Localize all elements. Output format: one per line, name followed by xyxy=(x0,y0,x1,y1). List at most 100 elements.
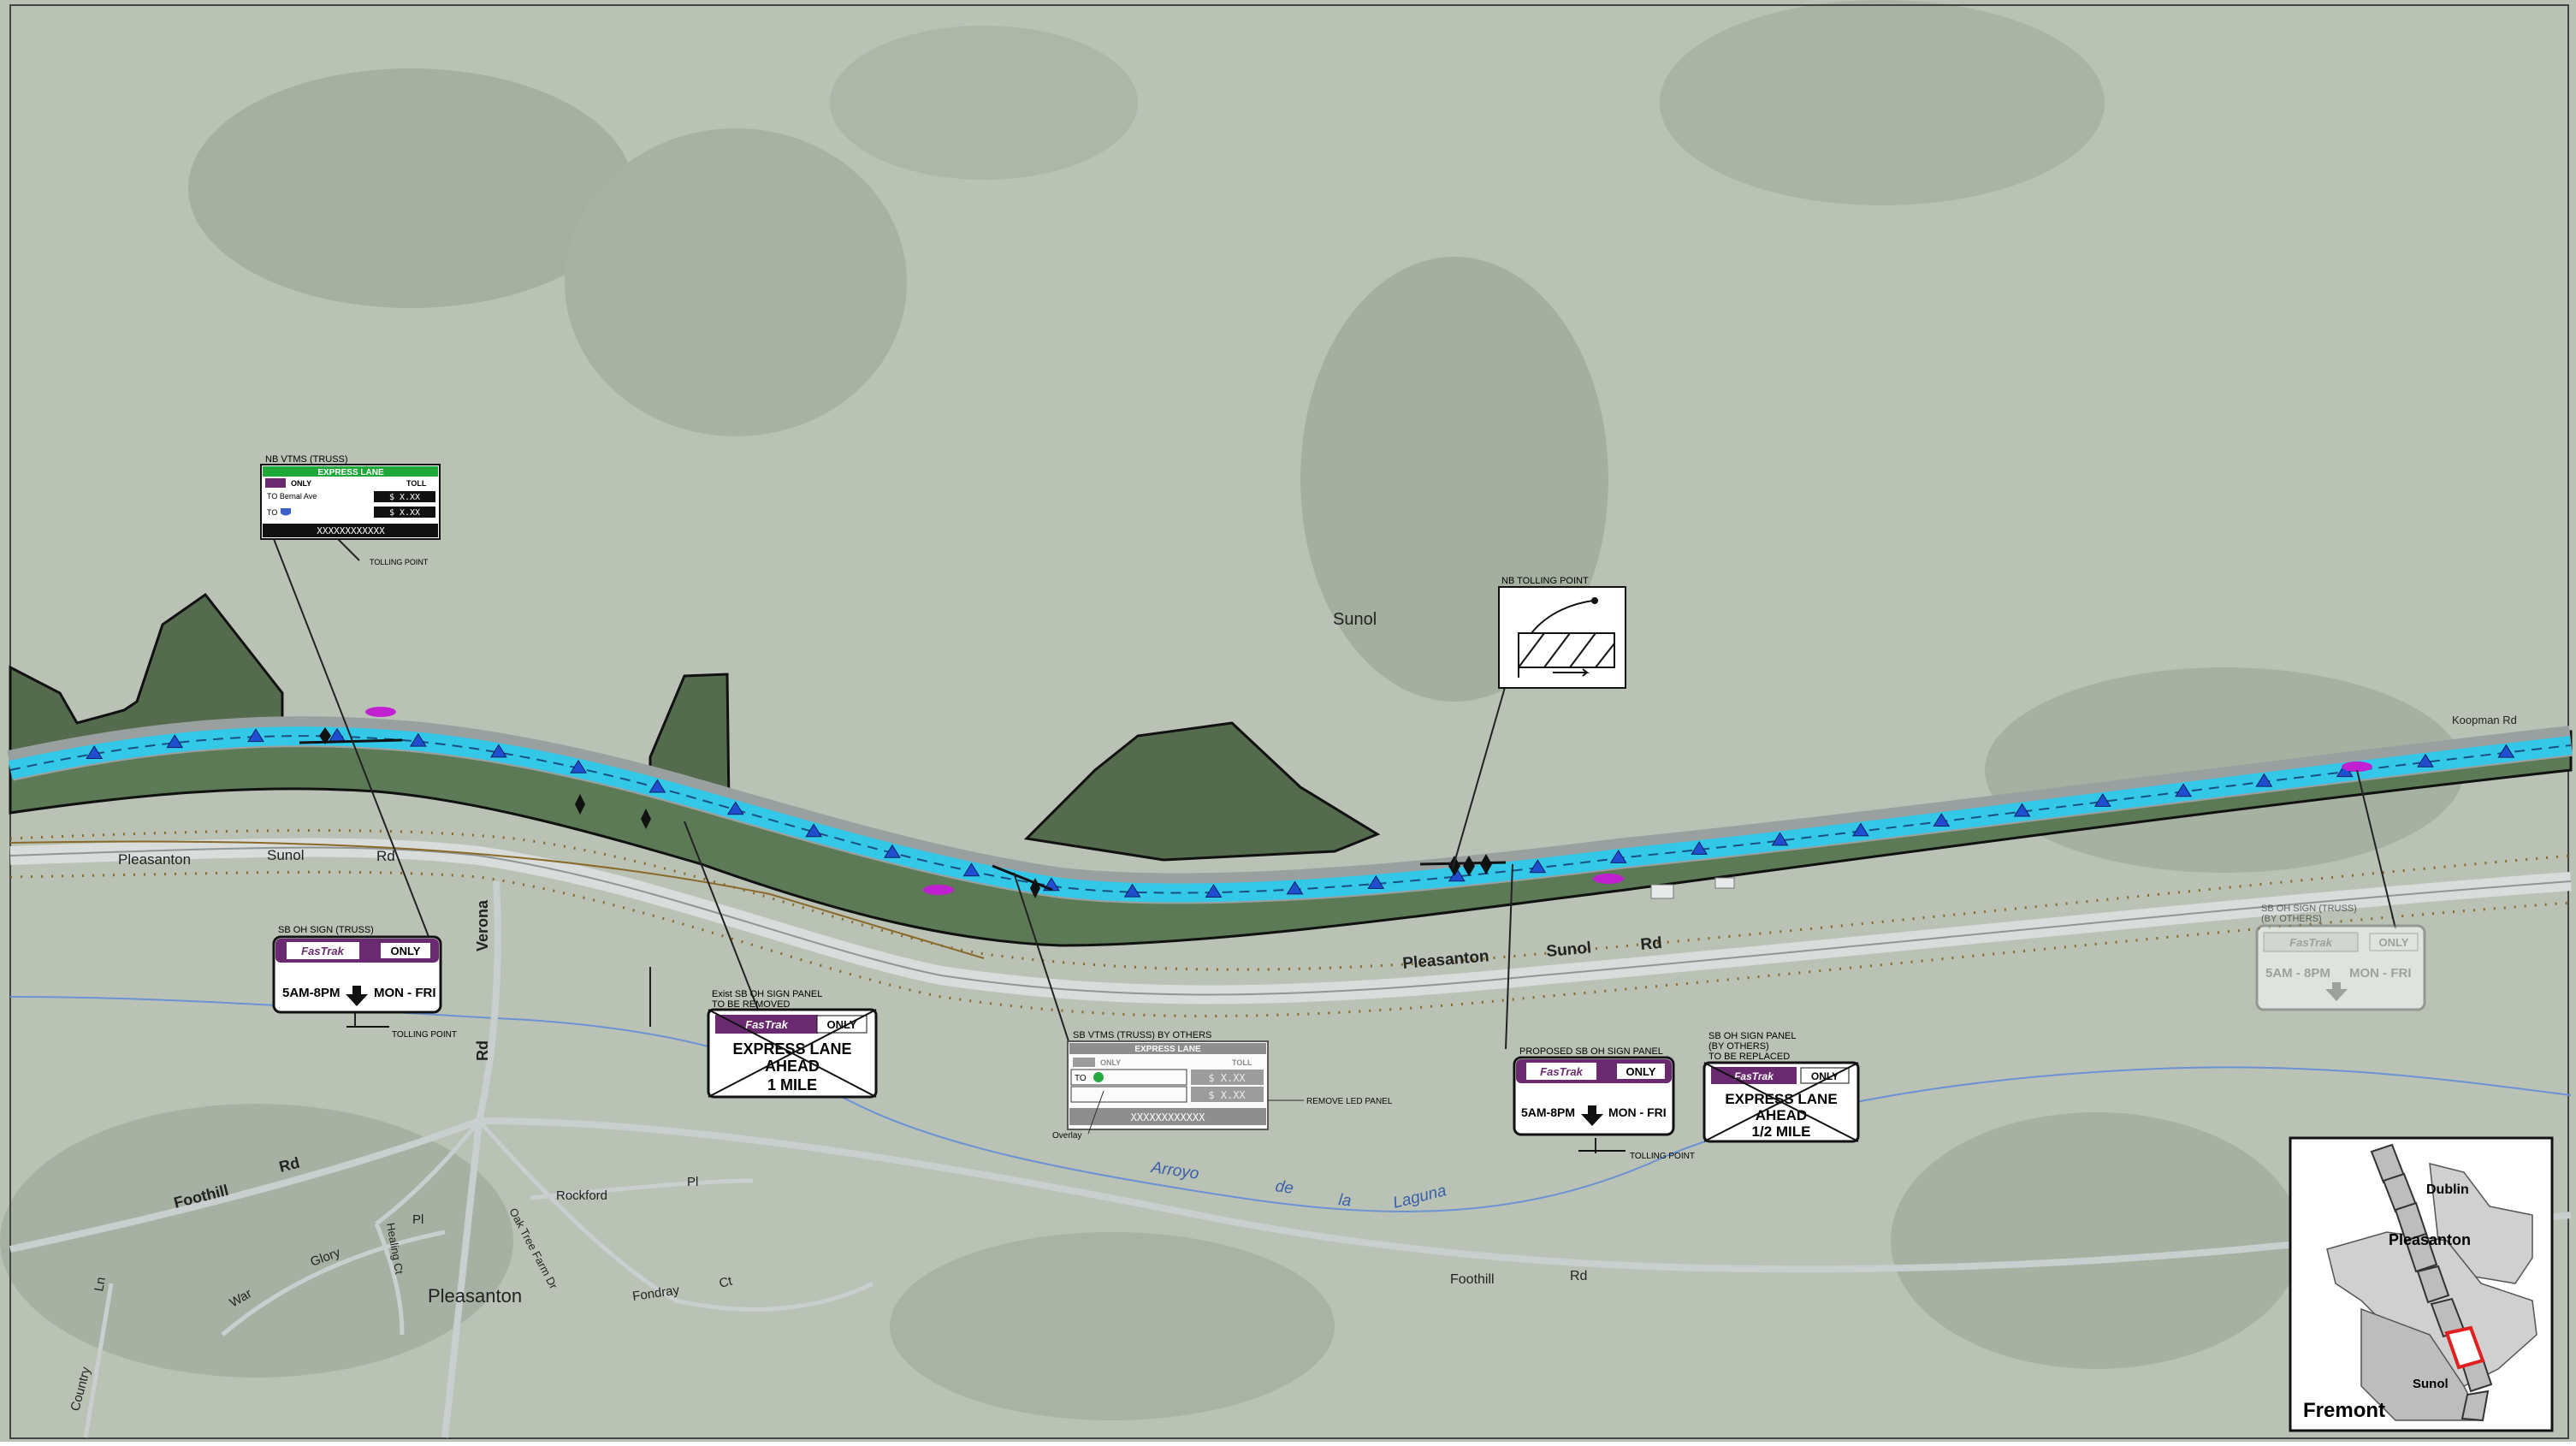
svg-text:XXXXXXXXXXXX: XXXXXXXXXXXX xyxy=(317,525,385,536)
fastrak-logo-icon xyxy=(1526,1063,1596,1080)
lane-marker-triangle xyxy=(1771,832,1789,846)
down-arrow-icon xyxy=(346,986,368,1006)
svg-text:TO: TO xyxy=(1075,1074,1087,1083)
fastrak-logo-icon xyxy=(287,942,359,959)
lane-marker-triangle xyxy=(570,759,588,773)
svg-text:TO Bernal Ave: TO Bernal Ave xyxy=(267,492,317,501)
svg-text:AHEAD: AHEAD xyxy=(765,1058,820,1075)
inset-label-pleasanton: Pleasanton xyxy=(2389,1231,2471,1248)
svg-text:5AM - 8PM: 5AM - 8PM xyxy=(2265,966,2330,981)
interstate-shield-icon xyxy=(281,508,291,516)
callout-sb-panel-replaced[interactable]: SB OH SIGN PANEL (BY OTHERS) TO BE REPLA… xyxy=(1703,1031,1860,1143)
svg-text:1 MILE: 1 MILE xyxy=(767,1076,817,1093)
svg-text:(BY OTHERS): (BY OTHERS) xyxy=(1708,1041,1769,1052)
svg-text:ONLY: ONLY xyxy=(291,479,311,488)
callout-nb-vtms[interactable]: NB VTMS (TRUSS) EXPRESS LANE ONLY TOLL T… xyxy=(260,454,441,566)
svg-text:ONLY: ONLY xyxy=(1811,1070,1839,1082)
railroad-upper xyxy=(9,829,2572,971)
svg-text:$ X.XX: $ X.XX xyxy=(1208,1089,1246,1101)
svg-text:SB VTMS (TRUSS) BY OTHERS: SB VTMS (TRUSS) BY OTHERS xyxy=(1073,1030,1211,1040)
svg-text:ONLY: ONLY xyxy=(391,945,421,957)
svg-text:XXXXXXXXXXXX: XXXXXXXXXXXX xyxy=(1131,1111,1205,1123)
lane-marker-triangle xyxy=(1286,880,1304,895)
lane-marker-triangle xyxy=(726,801,744,815)
creek-label-de: de xyxy=(1274,1177,1294,1198)
road-label-pleasanton-right-2: Sunol xyxy=(1546,939,1592,961)
svg-text:FasTrak: FasTrak xyxy=(301,945,344,957)
svg-text:$ X.XX: $ X.XX xyxy=(389,493,420,502)
road-label-verona-2: Rd xyxy=(474,1040,491,1061)
svg-text:TOLL: TOLL xyxy=(1232,1058,1252,1067)
svg-text:SB OH SIGN (TRUSS): SB OH SIGN (TRUSS) xyxy=(2261,904,2357,914)
road-label-pleasanton-left-2: Sunol xyxy=(267,847,304,863)
svg-text:5AM-8PM: 5AM-8PM xyxy=(282,986,341,1000)
down-arrow-icon xyxy=(1581,1105,1603,1126)
road-label-rockford-1: Rockford xyxy=(556,1188,607,1203)
lane-marker-triangle xyxy=(2417,753,2434,767)
lane-marker-triangle xyxy=(2497,744,2515,758)
verona-road xyxy=(441,880,501,1438)
lane-marker-triangle xyxy=(1123,883,1141,898)
svg-text:FasTrak: FasTrak xyxy=(2289,936,2332,949)
nb-vtms-note: TOLLING POINT xyxy=(370,558,429,566)
svg-text:TO BE REPLACED: TO BE REPLACED xyxy=(1708,1052,1790,1062)
svg-text:1/2 MILE: 1/2 MILE xyxy=(1752,1123,1811,1140)
svg-text:AHEAD: AHEAD xyxy=(1756,1107,1807,1123)
callout-exist-sb-panel[interactable]: Exist SB OH SIGN PANEL TO BE REMOVED Fas… xyxy=(707,989,878,1099)
lane-marker-triangle xyxy=(86,745,104,760)
svg-text:REMOVE LED PANEL: REMOVE LED PANEL xyxy=(1306,1097,1393,1106)
svg-text:TOLLING POINT: TOLLING POINT xyxy=(1630,1152,1695,1161)
callout-sb-oh-sign-by-others[interactable]: SB OH SIGN (TRUSS) (BY OTHERS) FasTrak O… xyxy=(2255,904,2426,1011)
road-label-ln: Ln xyxy=(92,1276,109,1292)
place-label-pleasanton: Pleasanton xyxy=(428,1285,522,1307)
svg-text:TOLLING POINT: TOLLING POINT xyxy=(392,1030,457,1040)
callout-sb-oh-sign[interactable]: SB OH SIGN (TRUSS) FasTrak ONLY 5AM-8PM … xyxy=(272,925,457,1040)
buildings xyxy=(1650,877,1735,899)
svg-text:MON - FRI: MON - FRI xyxy=(2349,966,2412,981)
lane-marker-triangle xyxy=(1933,813,1951,827)
svg-text:FasTrak: FasTrak xyxy=(745,1018,788,1031)
svg-text:Exist SB OH SIGN PANEL: Exist SB OH SIGN PANEL xyxy=(712,989,822,999)
gantry-markers xyxy=(299,727,1507,898)
svg-text:TO: TO xyxy=(267,508,277,517)
lane-marker-triangle xyxy=(1448,868,1466,882)
svg-text:MON - FRI: MON - FRI xyxy=(374,986,436,1000)
road-label-fondray-2: Ct xyxy=(718,1274,734,1291)
callout-nb-tolling-point[interactable]: NB TOLLING POINT xyxy=(1498,576,1626,689)
inset-current-segment-highlight xyxy=(2444,1325,2485,1370)
lane-marker-triangle xyxy=(1609,850,1627,863)
svg-text:EXPRESS LANE: EXPRESS LANE xyxy=(732,1040,851,1058)
svg-text:ONLY: ONLY xyxy=(1100,1058,1121,1067)
nb-vtms-header: EXPRESS LANE xyxy=(317,468,384,477)
road-label-pleasanton-right-3: Rd xyxy=(1640,934,1663,954)
lane-marker-triangle xyxy=(2093,793,2111,807)
road-label-glory-pl: Pl xyxy=(412,1212,423,1227)
svg-text:FasTrak: FasTrak xyxy=(1734,1070,1774,1082)
foothill-road xyxy=(9,1117,2572,1273)
lane-marker-triangle xyxy=(2175,783,2193,797)
callout-sb-vtms-by-others[interactable]: SB VTMS (TRUSS) BY OTHERS EXPRESS LANE O… xyxy=(1052,1030,1393,1141)
callout-proposed-sb-panel[interactable]: PROPOSED SB OH SIGN PANEL FasTrak ONLY 5… xyxy=(1513,1046,1695,1161)
inset-label-fremont: Fremont xyxy=(2303,1399,2385,1422)
creek-label-la: la xyxy=(1337,1191,1352,1210)
purple-markers xyxy=(365,707,2372,895)
svg-text:MON - FRI: MON - FRI xyxy=(1608,1105,1667,1119)
nb-vtms-title: NB VTMS (TRUSS) xyxy=(265,454,348,465)
road-label-pleasanton-left-3: Rd xyxy=(376,848,395,864)
svg-text:SB OH SIGN PANEL: SB OH SIGN PANEL xyxy=(1708,1031,1797,1041)
svg-text:FasTrak: FasTrak xyxy=(1540,1065,1583,1078)
lane-marker-triangle xyxy=(884,844,901,858)
road-label-koopman: Koopman Rd xyxy=(2452,714,2517,726)
lane-marker-triangle xyxy=(490,744,507,758)
lane-marker-triangle xyxy=(247,728,264,743)
fastrak-logo-icon xyxy=(2263,932,2359,952)
inset-label-dublin: Dublin xyxy=(2426,1182,2469,1197)
neighborhood-streets xyxy=(83,1119,874,1438)
tolling-gantry-diagram xyxy=(1518,597,1615,678)
down-arrow-icon xyxy=(2325,982,2348,1001)
inset-location-map[interactable]: Dublin Pleasanton Sunol Fremont xyxy=(2289,1136,2554,1432)
lane-markers xyxy=(86,727,2515,898)
